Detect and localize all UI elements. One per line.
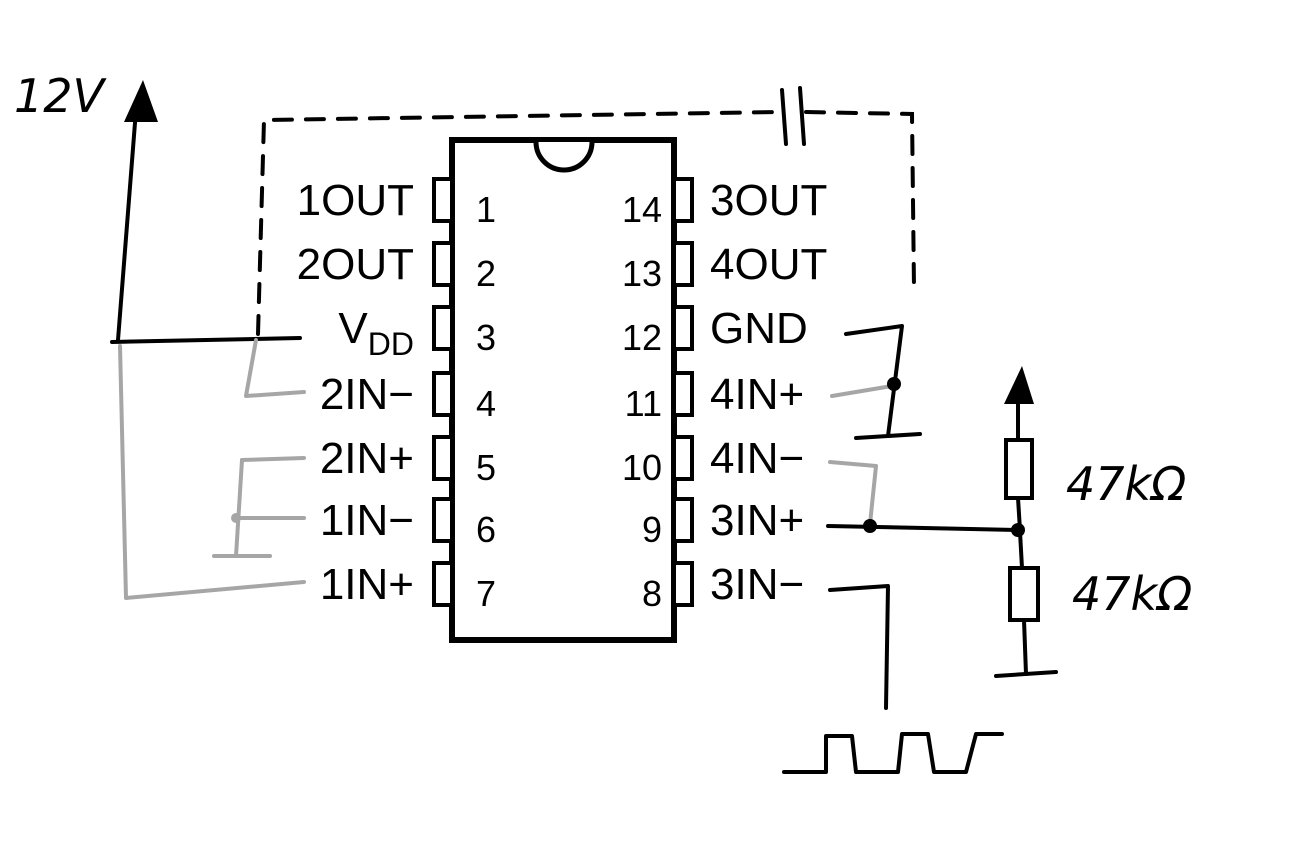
resistor-lower (1008, 566, 1040, 622)
supply-label: 12V (14, 69, 108, 123)
pin-8 (672, 561, 694, 607)
pin-number-13: 13 (622, 253, 662, 294)
pin-4 (432, 371, 454, 417)
pin-number-14: 14 (622, 189, 662, 230)
pin-7 (432, 561, 454, 607)
pin-3 (432, 305, 454, 351)
pin-1 (432, 177, 454, 223)
pin-name-1: 1OUT (297, 176, 414, 225)
pin-name-4: 2IN− (320, 370, 414, 419)
pin-name-13: 4OUT (710, 240, 827, 289)
pin-11 (672, 371, 694, 417)
pin-number-4: 4 (476, 383, 496, 424)
resistor-upper (1004, 438, 1034, 500)
pin-6 (432, 497, 454, 543)
pin-number-8: 8 (642, 573, 662, 614)
pin-name-10: 4IN− (710, 434, 804, 483)
pin-number-12: 12 (622, 317, 662, 358)
pin-number-5: 5 (476, 447, 496, 488)
pin-name-6: 1IN− (320, 496, 414, 545)
unused-inputs-wiring (118, 338, 894, 600)
pin-14 (672, 177, 694, 223)
pin-name-12: GND (710, 304, 808, 353)
resistor-upper-label: 47kΩ (1066, 457, 1186, 511)
pin-12 (672, 305, 694, 351)
pin-2 (432, 241, 454, 287)
pin-5 (432, 435, 454, 481)
divider-network (826, 366, 1058, 678)
square-wave-input (782, 584, 1004, 774)
pin-name-2: 2OUT (297, 240, 414, 289)
resistor-lower-label: 47kΩ (1072, 567, 1192, 621)
pin-10 (672, 435, 694, 481)
pin-name-8: 3IN− (710, 560, 804, 609)
pin-name-14: 3OUT (710, 176, 827, 225)
pin-9 (672, 497, 694, 543)
pin-number-6: 6 (476, 509, 496, 550)
supply-arrow (116, 80, 158, 342)
pin-number-9: 9 (642, 509, 662, 550)
pin-number-11: 11 (625, 383, 662, 424)
pin-number-7: 7 (476, 573, 496, 614)
pin-name-5: 2IN+ (320, 434, 414, 483)
pin-13 (672, 241, 694, 287)
pin-name-7: 1IN+ (320, 560, 414, 609)
pin-number-2: 2 (476, 253, 496, 294)
pin-name-9: 3IN+ (710, 496, 804, 545)
decoupling-capacitor-loop (256, 86, 916, 336)
pin-number-3: 3 (476, 317, 496, 358)
pin-number-10: 10 (622, 447, 662, 488)
gnd-wiring (844, 324, 922, 440)
pin-name-3: VDD (338, 304, 414, 362)
pin-name-11: 4IN+ (710, 370, 804, 419)
pin-number-1: 1 (476, 189, 496, 230)
vdd-wire (110, 336, 302, 344)
